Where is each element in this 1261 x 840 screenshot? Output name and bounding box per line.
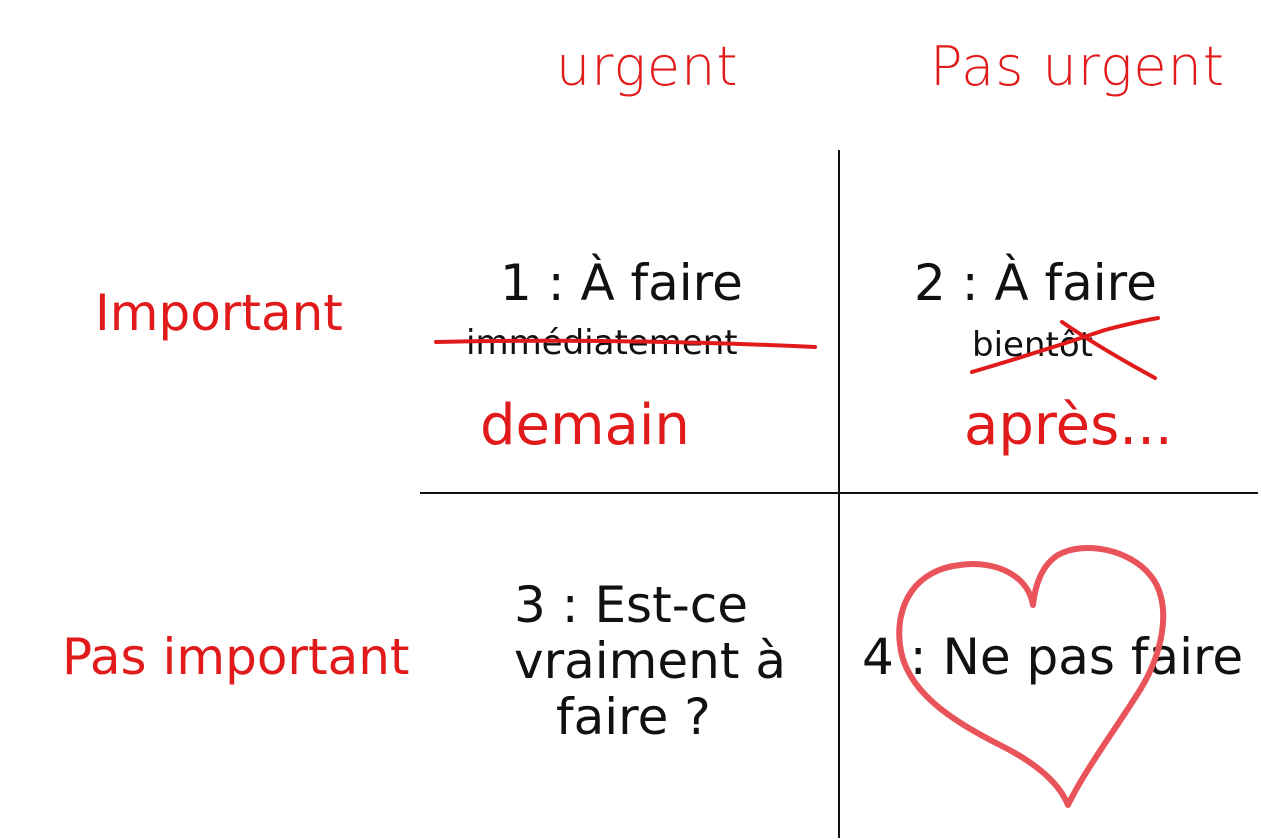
cross-out-stroke-b bbox=[1060, 320, 1157, 380]
quadrant-4-title: 4 : Ne pas faire bbox=[862, 628, 1244, 686]
quadrant-1-correction: demain bbox=[480, 393, 690, 458]
quadrant-1-title: 1 : À faire bbox=[500, 254, 743, 312]
quadrant-2-title: 2 : À faire bbox=[914, 254, 1157, 312]
cross-out-stroke-a bbox=[970, 316, 1160, 374]
heart-doodle bbox=[896, 545, 1167, 808]
quadrant-2-crossed-word: bientôt bbox=[972, 325, 1093, 365]
row-header-not-important: Pas important bbox=[62, 628, 410, 686]
column-header-urgent: urgent bbox=[556, 35, 739, 98]
quadrant-3-line-3: faire ? bbox=[556, 688, 711, 746]
quadrant-3-line-2: vraiment à bbox=[514, 632, 786, 690]
column-header-not-urgent: Pas urgent bbox=[930, 35, 1226, 98]
row-header-important: Important bbox=[95, 284, 343, 342]
strikethrough-line bbox=[434, 338, 817, 349]
quadrant-2-correction: après... bbox=[964, 393, 1173, 458]
quadrant-3-line-1: 3 : Est-ce bbox=[514, 576, 748, 634]
